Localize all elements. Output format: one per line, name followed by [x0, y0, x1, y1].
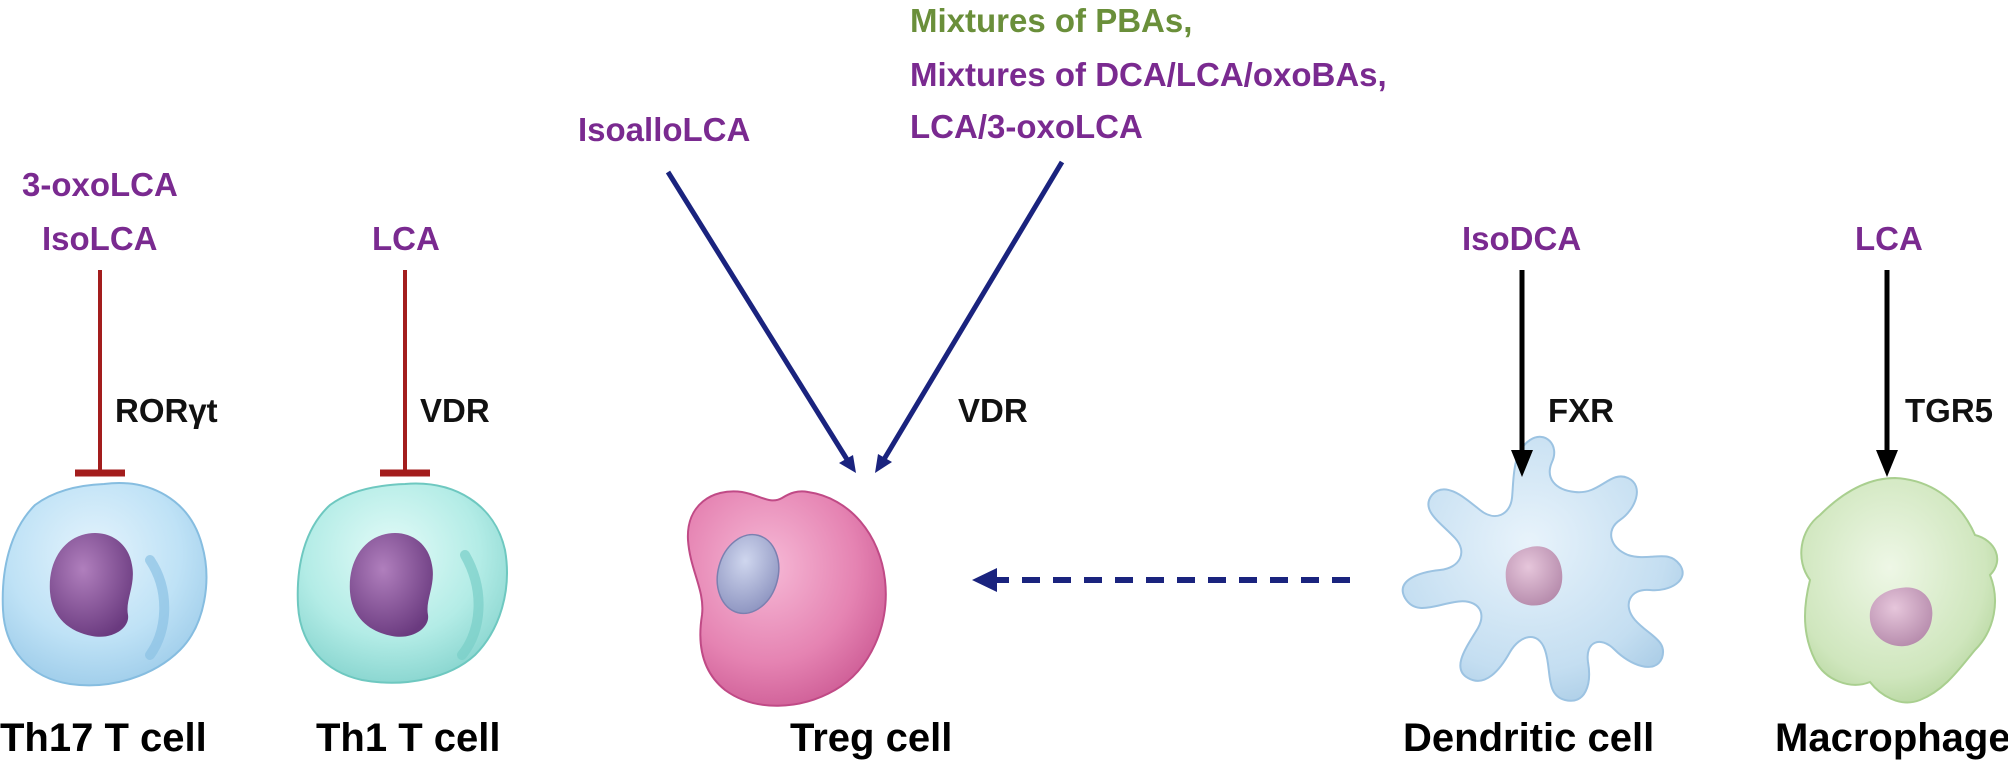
macrophage-receptor-label: TGR5 [1905, 392, 1994, 429]
treg-ligand-right-label: Mixtures of PBAs, [910, 2, 1193, 39]
th1-cell-icon [296, 482, 508, 684]
macrophage-ligand-label: LCA [1855, 220, 1923, 257]
treg-left-arrow [665, 170, 856, 473]
treg-right-arrow [875, 160, 1065, 473]
th1-cell-name: Th1 T cell [316, 716, 501, 760]
treg-ligand-left-label: IsoalloLCA [578, 111, 751, 148]
dendritic-ligand-label: IsoDCA [1462, 220, 1582, 257]
macrophage-activation-arrow [1876, 270, 1898, 477]
th17-ligand-label: IsoLCA [42, 220, 158, 257]
th17-receptor-label: RORγt [115, 392, 218, 429]
th1-inhibition-arrow [380, 270, 430, 477]
treg-ligand-right-label: LCA/3-oxoLCA [910, 108, 1143, 145]
macrophage-cell-name: Macrophage [1775, 716, 2008, 760]
treg-cell-icon [686, 490, 887, 707]
th17-cell-icon [1, 482, 208, 687]
treg-receptor-label: VDR [958, 392, 1028, 429]
th1-receptor-label: VDR [420, 392, 490, 429]
th17-cell-name: Th17 T cell [0, 716, 207, 760]
treg-cell-name: Treg cell [790, 716, 953, 760]
dendritic-receptor-label: FXR [1548, 392, 1614, 429]
th17-ligand-label: 3-oxoLCA [22, 166, 178, 203]
dendritic-cell-name: Dendritic cell [1403, 716, 1655, 760]
dendritic-to-treg-dashed-arrow [972, 568, 1350, 592]
th1-ligand-label: LCA [372, 220, 440, 257]
th17-inhibition-arrow [75, 270, 125, 477]
dendritic-activation-arrow [1511, 270, 1533, 477]
macrophage-cell-icon [1800, 476, 1999, 704]
treg-ligand-right-label: Mixtures of DCA/LCA/oxoBAs, [910, 56, 1387, 93]
dendritic-cell-icon [1401, 435, 1684, 702]
